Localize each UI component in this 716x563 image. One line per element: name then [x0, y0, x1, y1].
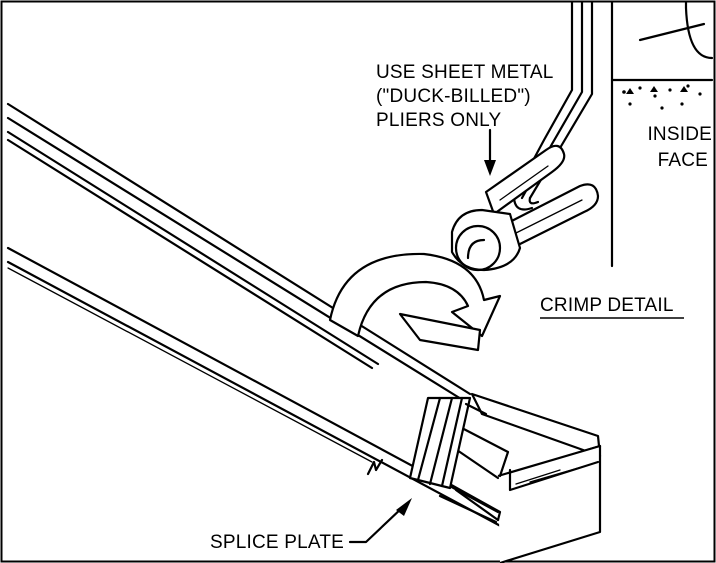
crimp-detail-title: CRIMP DETAIL [540, 295, 674, 316]
pliers-note: USE SHEET METAL ("DUCK-BILLED") PLIERS O… [376, 62, 554, 131]
splice-plate-label: SPLICE PLATE [210, 532, 344, 553]
pliers-note-line-3: PLIERS ONLY [376, 110, 502, 131]
leader-arrow-icon [396, 498, 412, 516]
pliers-note-line-2: ("DUCK-BILLED") [376, 86, 531, 107]
concrete-texture [622, 84, 702, 110]
gutter-section [438, 392, 602, 563]
pliers-leader-arrow [484, 128, 496, 176]
duck-billed-pliers-icon [450, 144, 600, 272]
inside-face-line-1: INSIDE [647, 124, 712, 145]
splice-plate-callout: SPLICE PLATE [210, 498, 412, 553]
inside-face-line-2: FACE [658, 150, 708, 171]
pliers-note-line-1: USE SHEET METAL [376, 62, 554, 83]
crimp-arrow-icon [328, 252, 502, 352]
splice-plate [408, 396, 500, 522]
